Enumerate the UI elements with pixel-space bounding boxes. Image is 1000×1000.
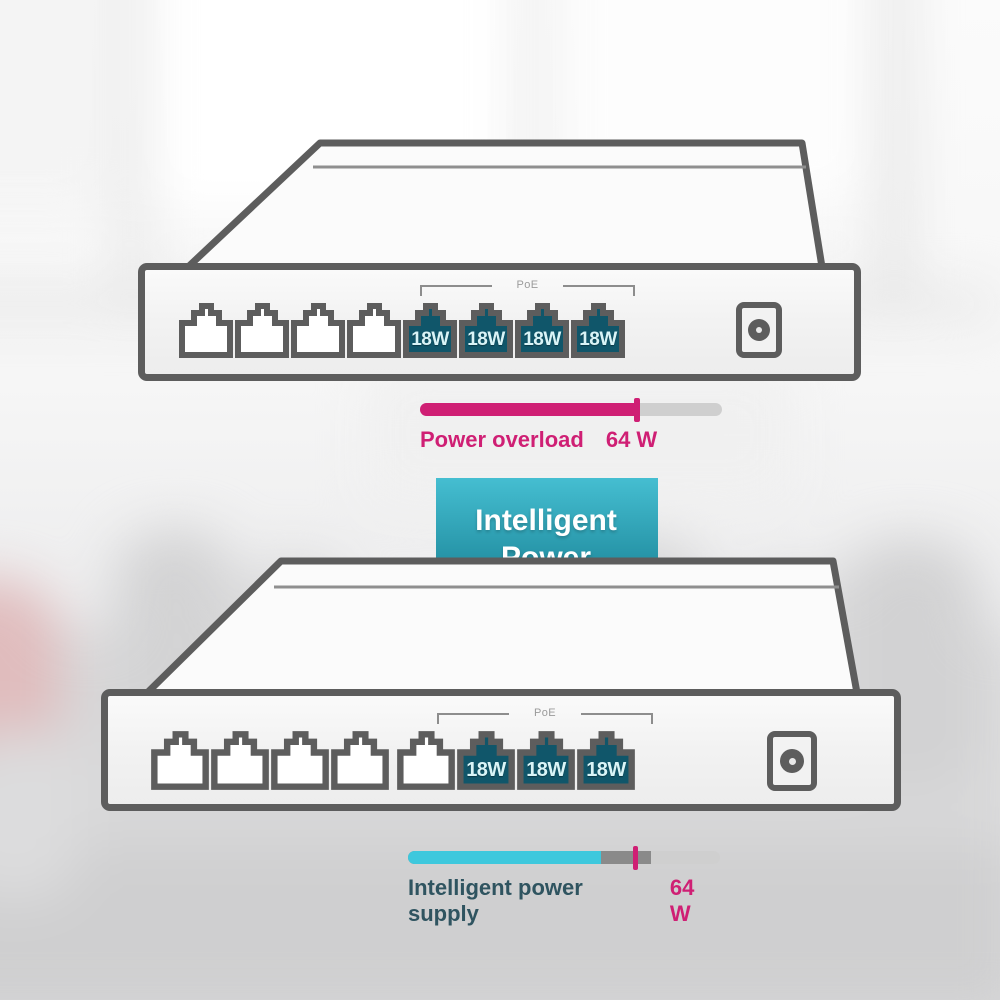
rj45-port[interactable]	[210, 729, 270, 791]
intelligent-power-supply-value: 64 W	[669, 875, 695, 926]
rj45-port[interactable]	[270, 729, 330, 791]
rj45-port[interactable]	[290, 301, 346, 359]
poe-port[interactable]: 18W	[570, 301, 626, 359]
poe-port[interactable]: 18W	[576, 729, 636, 791]
power-overload-track	[420, 403, 722, 416]
top-switch: PoE	[130, 135, 875, 385]
poe-port[interactable]: 18W	[458, 301, 514, 359]
intelligent-power-supply-meter: Intelligent power supply 64 W	[408, 846, 720, 926]
bottom-switch-poe-bracket: PoE	[437, 703, 653, 727]
poe-port-wattage: 18W	[466, 759, 506, 782]
power-overload-fill	[420, 403, 638, 416]
power-overload-meter: Power overload 64 W	[420, 398, 722, 463]
bottom-switch: PoE	[95, 553, 910, 815]
intelligent-power-supply-limit-tick	[632, 846, 638, 870]
bottom-switch-port-row: 18W 18W 18W	[150, 729, 636, 791]
poe-port[interactable]: 18W	[402, 301, 458, 359]
rj45-port[interactable]	[346, 301, 402, 359]
poe-port-wattage: 18W	[579, 328, 617, 350]
rj45-port[interactable]	[150, 729, 210, 791]
top-switch-poe-label: PoE	[516, 279, 539, 291]
intelligent-power-supply-label: Intelligent power supply	[408, 875, 583, 926]
top-switch-chassis-top	[130, 135, 875, 273]
rj45-port[interactable]	[330, 729, 390, 791]
dc-power-jack-icon	[767, 731, 817, 791]
rj45-port[interactable]	[234, 301, 290, 359]
poe-port[interactable]: 18W	[514, 301, 570, 359]
bottom-switch-poe-label: PoE	[534, 707, 556, 719]
poe-port-wattage: 18W	[586, 759, 626, 782]
power-overload-value: 64 W	[605, 427, 658, 452]
bottom-switch-chassis-top	[95, 553, 910, 699]
top-switch-port-row: 18W 18W 18W 18W	[178, 301, 626, 359]
poe-port-wattage: 18W	[526, 759, 566, 782]
arrow-line-1: Intelligent	[475, 504, 617, 537]
poe-port-wattage: 18W	[523, 328, 561, 350]
rj45-port[interactable]	[396, 729, 456, 791]
poe-port[interactable]: 18W	[456, 729, 516, 791]
power-overload-label: Power overload	[420, 427, 584, 452]
power-overload-limit-tick	[634, 398, 641, 422]
intelligent-power-supply-fill	[408, 851, 602, 864]
intelligent-power-supply-track	[408, 851, 720, 864]
poe-port[interactable]: 18W	[516, 729, 576, 791]
rj45-port[interactable]	[178, 301, 234, 359]
top-switch-poe-bracket: PoE	[420, 275, 635, 299]
poe-port-wattage: 18W	[411, 328, 449, 350]
poe-port-wattage: 18W	[467, 328, 505, 350]
dc-power-jack-icon	[736, 302, 782, 358]
